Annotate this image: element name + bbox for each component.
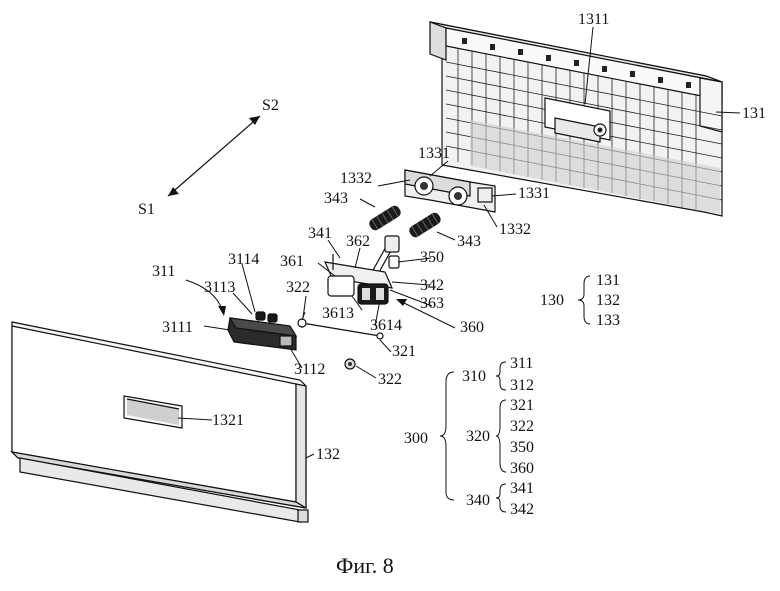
figure-caption: Фиг. 8 xyxy=(336,553,394,578)
legend-130-child-1: 132 xyxy=(596,292,620,309)
latch-part-360 xyxy=(325,254,392,304)
legend-320-child-0: 321 xyxy=(510,397,534,414)
ref-label-132: 132 xyxy=(316,446,340,463)
legend-group-130: 130 131 132 133 xyxy=(540,272,620,329)
ref-label-321: 321 xyxy=(392,343,416,360)
legend-parent-310: 310 xyxy=(462,368,486,385)
nut-322 xyxy=(345,359,355,369)
legend-310-child-1: 312 xyxy=(510,377,534,394)
ref-label-3114: 3114 xyxy=(228,251,259,268)
ref-label-341: 341 xyxy=(308,225,332,242)
ref-label-1332-left: 1332 xyxy=(340,170,372,187)
ref-label-363: 363 xyxy=(420,295,444,312)
ref-label-362: 362 xyxy=(346,233,370,250)
ref-label-3111: 3111 xyxy=(162,319,193,336)
ref-label-360: 360 xyxy=(460,319,484,336)
direction-label-s1: S1 xyxy=(138,201,155,218)
legend-320-child-1: 322 xyxy=(510,418,534,435)
legend-parent-340: 340 xyxy=(466,492,490,509)
legend-130-child-0: 131 xyxy=(596,272,620,289)
ref-label-343-left: 343 xyxy=(324,190,348,207)
ref-label-1321: 1321 xyxy=(212,412,244,429)
legend-130-child-2: 133 xyxy=(596,312,620,329)
legend-group-300: 300 310 311 312 320 321 322 350 360 340 … xyxy=(404,355,534,518)
legend-parent-320: 320 xyxy=(466,428,490,445)
ref-label-343-right: 343 xyxy=(457,233,481,250)
legend-310-child-0: 311 xyxy=(510,355,533,372)
legend-320-child-3: 360 xyxy=(510,460,534,477)
legend-320-child-2: 350 xyxy=(510,439,534,456)
spring-343-right xyxy=(407,211,442,239)
link-assembly-340 xyxy=(372,236,399,274)
ref-label-350: 350 xyxy=(420,249,444,266)
ref-label-3113: 3113 xyxy=(204,279,235,296)
ref-label-1331-right: 1331 xyxy=(518,185,550,202)
ref-label-131: 131 xyxy=(742,105,766,122)
direction-label-s2: S2 xyxy=(262,97,279,114)
ref-label-1332-right: 1332 xyxy=(499,221,531,238)
ref-label-342: 342 xyxy=(420,277,444,294)
ref-label-361: 361 xyxy=(280,253,304,270)
legend-parent-300: 300 xyxy=(404,430,428,447)
spring-343-left xyxy=(367,204,402,232)
ref-label-322-bottom: 322 xyxy=(378,371,402,388)
legend-340-child-0: 341 xyxy=(510,480,534,497)
ref-label-1311: 1311 xyxy=(578,11,609,28)
ref-label-311-top: 311 xyxy=(152,263,175,280)
bracket-part-133 xyxy=(405,170,495,212)
ref-label-3112: 3112 xyxy=(294,361,325,378)
front-panel-132 xyxy=(12,322,308,522)
legend-parent-130: 130 xyxy=(540,292,564,309)
ref-label-3613: 3613 xyxy=(322,305,354,322)
legend-340-child-1: 342 xyxy=(510,501,534,518)
handle-part-311 xyxy=(228,312,296,350)
ref-label-1331-top: 1331 xyxy=(418,145,450,162)
ref-label-3614: 3614 xyxy=(370,317,402,334)
direction-arrow xyxy=(168,116,260,196)
ref-label-322-top: 322 xyxy=(286,279,310,296)
